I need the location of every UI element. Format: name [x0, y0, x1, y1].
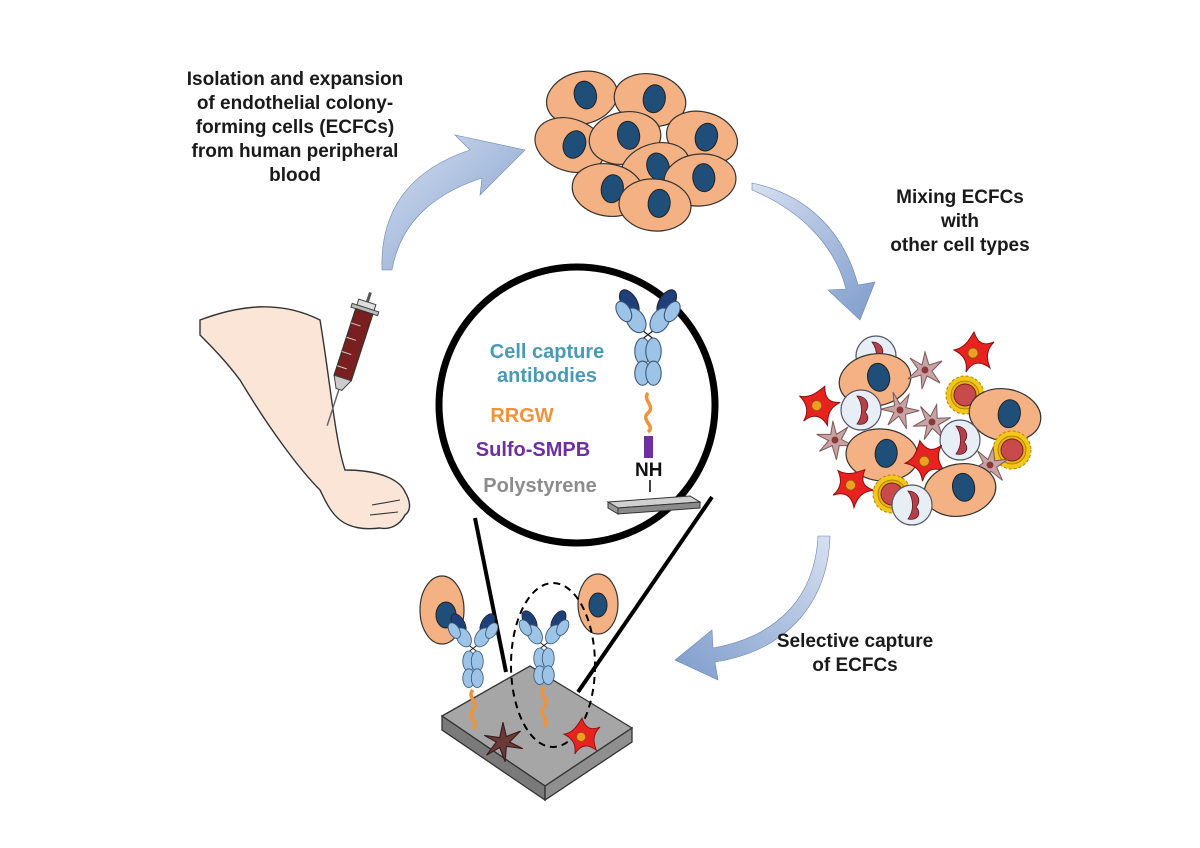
- zoom-label-polystyrene: Polystyrene: [483, 475, 597, 497]
- zoom-label-nh: NH: [635, 460, 663, 481]
- label-mixing-cells: Mixing ECFCs with other cell types: [890, 187, 1030, 256]
- syringe-illustration: [326, 291, 380, 426]
- surface-star-cell: [484, 722, 524, 762]
- arm-illustration: [199, 306, 411, 530]
- surface-linker-right: [540, 685, 548, 729]
- zoom-rrgw-linker: [644, 391, 653, 434]
- arrow-culture-to-mixing: [751, 182, 876, 321]
- zoom-polystyrene-plate: [606, 495, 702, 515]
- zoom-line-left: [473, 517, 508, 673]
- zoom-line-right: [576, 495, 714, 694]
- capture-plate: [440, 665, 634, 802]
- zoom-sulfo-block: [644, 436, 653, 458]
- ecfc-colony: [526, 62, 745, 235]
- label-selective-capture: Selective capture of ECFCs: [776, 631, 934, 676]
- label-isolation-expansion: Isolation and expansion of endothelial c…: [186, 69, 404, 186]
- zoom-label-rrgw: RRGW: [490, 405, 554, 427]
- selection-ellipse: [510, 582, 596, 748]
- captured-ecfc-right: [577, 573, 619, 635]
- arrow-mixing-to-capture: [674, 535, 831, 681]
- zoom-label-antibodies: Cell capture antibodies: [489, 341, 605, 387]
- mixed-cell-population: [791, 331, 1046, 526]
- surface-linker-left: [469, 688, 477, 731]
- surface-antibody-left: [445, 610, 501, 689]
- zoom-label-sulfo-smpb: Sulfo-SMPB: [475, 439, 591, 461]
- arrow-isolation-to-culture: [381, 134, 526, 271]
